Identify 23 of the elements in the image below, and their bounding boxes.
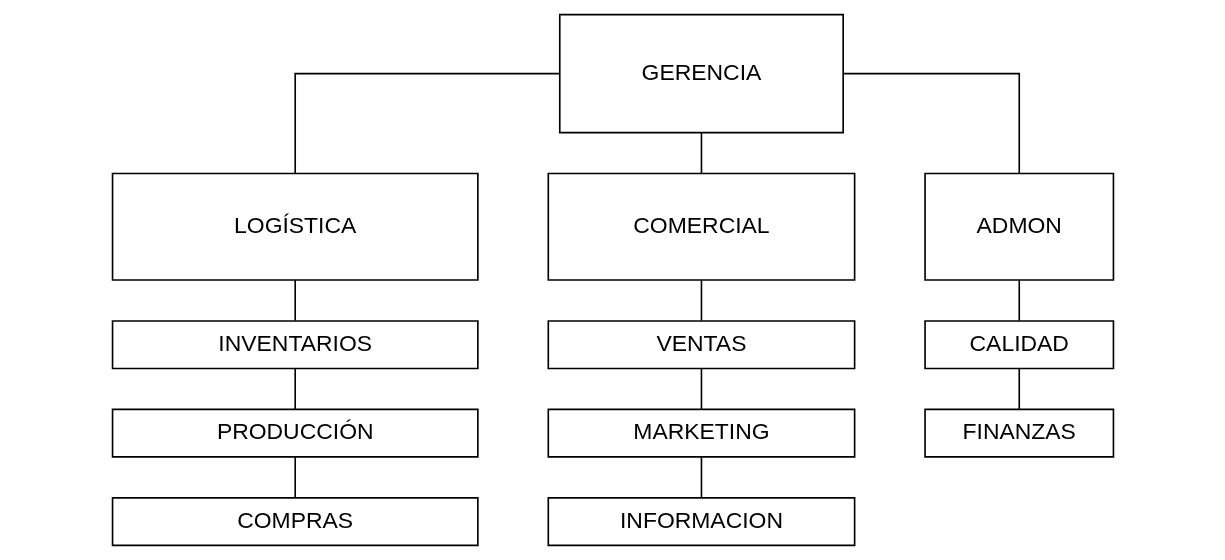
node-box: COMPRAS <box>111 497 479 547</box>
node-box: ADMON <box>923 172 1114 281</box>
node-box: INFORMACION <box>546 497 855 547</box>
node-box: INVENTARIOS <box>111 320 479 370</box>
node-box: FINANZAS <box>923 408 1114 458</box>
node-box: LOGÍSTICA <box>111 172 479 281</box>
node-box: VENTAS <box>546 320 855 370</box>
node-box: MARKETING <box>546 408 855 458</box>
connector <box>1017 368 1020 410</box>
node-box: PRODUCCIÓN <box>111 408 479 458</box>
node-box: COMERCIAL <box>546 172 855 281</box>
connector <box>1017 279 1020 322</box>
connector <box>841 72 1020 174</box>
node-box: CALIDAD <box>923 320 1114 370</box>
connector <box>700 132 702 175</box>
connector <box>700 456 702 499</box>
connector <box>293 368 296 410</box>
connector <box>700 279 702 322</box>
connector <box>293 72 560 174</box>
connector <box>293 279 296 322</box>
node-box: GERENCIA <box>558 13 844 134</box>
connector <box>700 368 702 410</box>
connector <box>293 456 296 499</box>
